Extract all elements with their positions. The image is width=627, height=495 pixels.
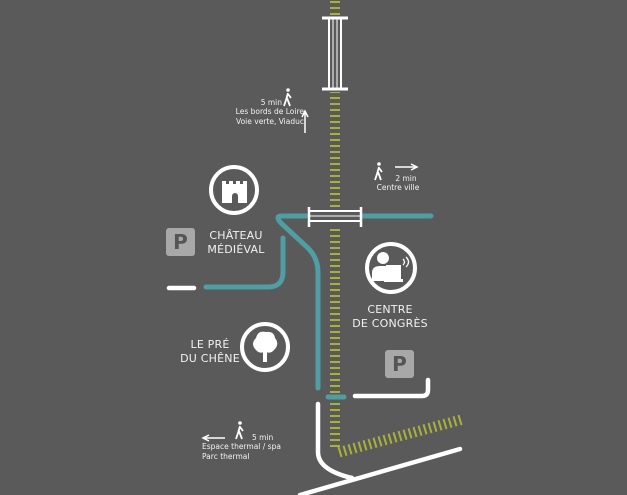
direction-thermal: 5 min Espace thermal / spa Parc thermal — [202, 433, 302, 461]
pedestrian-icon — [374, 162, 383, 181]
bridge-middle — [307, 207, 363, 227]
arrow-left-icon — [201, 434, 225, 442]
direction-ville: 2 min Centre ville — [370, 174, 426, 193]
rail-tie — [422, 424, 428, 435]
arrow-right-icon — [395, 163, 419, 171]
rail-tie — [392, 432, 398, 443]
direction-loire: 5 min Les bords de Loire Voie verte, Via… — [222, 98, 304, 126]
centre-line2: DE CONGRÈS — [352, 316, 428, 330]
pre-line1: LE PRÉ — [190, 338, 230, 351]
thermal-line2: Parc thermal — [202, 451, 250, 461]
label-chateau: CHÂTEAU MÉDIÉVAL — [196, 229, 276, 257]
walking-path — [203, 213, 434, 400]
loire-line2: Voie verte, Viaduc — [236, 116, 304, 126]
rail-tie — [387, 433, 393, 444]
thermal-time: 5 min — [252, 433, 274, 442]
rail-tie — [397, 430, 403, 442]
bridge-top — [322, 16, 348, 92]
rail-tie — [382, 434, 388, 446]
rail-tie — [457, 414, 463, 426]
rail-tie — [412, 426, 418, 438]
rail-tie — [367, 438, 373, 450]
railway-track-diagonal — [337, 414, 463, 458]
ville-time: 2 min — [395, 174, 417, 183]
road — [166, 285, 463, 495]
rail-tie — [442, 418, 448, 430]
parking-sign[interactable]: P — [166, 228, 195, 256]
chateau-line2: MÉDIÉVAL — [207, 242, 265, 256]
tree-icon[interactable] — [240, 322, 290, 372]
label-centre: CENTRE DE CONGRÈS — [338, 303, 442, 331]
rail-tie — [342, 445, 348, 456]
rail-tie — [362, 440, 368, 451]
rail-tie — [437, 420, 443, 431]
rail-tie — [447, 417, 453, 428]
rail-tie — [377, 436, 383, 447]
arrow-up-icon — [301, 109, 309, 133]
thermal-line1: Espace thermal / spa — [202, 442, 281, 452]
parking-sign[interactable]: P — [385, 350, 414, 378]
label-pre: LE PRÉ DU CHÊNE — [175, 338, 245, 366]
rail-tie — [432, 421, 438, 432]
loire-time: 5 min — [260, 98, 282, 107]
centre-line1: CENTRE — [367, 303, 413, 316]
rail-tie — [337, 446, 343, 458]
rail-tie — [417, 425, 423, 436]
rail-tie — [427, 422, 433, 434]
rail-tie — [452, 416, 458, 427]
conference-icon[interactable] — [365, 242, 417, 294]
ville-line1: Centre ville — [376, 183, 420, 193]
castle-icon[interactable] — [209, 165, 259, 215]
rail-tie — [347, 444, 353, 455]
pedestrian-icon — [235, 421, 244, 440]
rail-tie — [402, 429, 408, 440]
rail-tie — [372, 437, 378, 448]
rail-tie — [407, 428, 413, 439]
rail-tie — [352, 442, 358, 454]
chateau-line1: CHÂTEAU — [209, 229, 263, 242]
rail-tie — [357, 441, 363, 452]
pre-line2: DU CHÊNE — [180, 351, 240, 365]
loire-line1: Les bords de Loire — [235, 107, 304, 117]
pedestrian-icon — [283, 88, 292, 107]
